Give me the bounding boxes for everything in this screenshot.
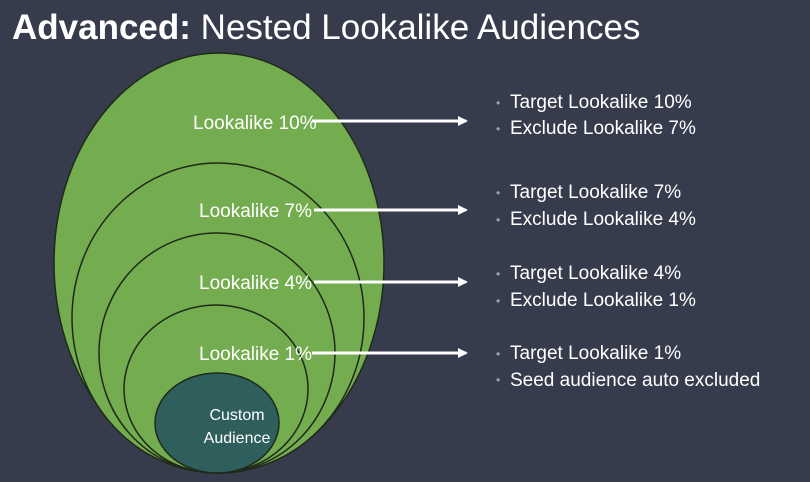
seed-label-line2: Audience [204, 430, 271, 447]
bullet-dot: • [496, 347, 500, 361]
title-bold: Advanced: [12, 8, 191, 47]
bullet-dot: • [496, 122, 500, 136]
ring-label-10: Lookalike 10% [193, 113, 317, 134]
bullet-group-1: • Target Lookalike 1% • Seed audience au… [496, 343, 760, 391]
bullet-exclude-4: Exclude Lookalike 4% [510, 209, 696, 230]
bullet-group-10: • Target Lookalike 10% • Exclude Lookali… [496, 92, 696, 139]
bullet-target-4: Target Lookalike 4% [510, 263, 681, 284]
bullet-group-7: • Target Lookalike 7% • Exclude Lookalik… [496, 182, 696, 230]
bullet-target-1: Target Lookalike 1% [510, 343, 681, 364]
slide-title: Advanced: Nested Lookalike Audiences [12, 6, 640, 50]
bullet-dot: • [496, 186, 500, 200]
bullet-seed-excluded: Seed audience auto excluded [510, 370, 760, 391]
bullet-group-4: • Target Lookalike 4% • Exclude Lookalik… [496, 263, 696, 311]
bullet-exclude-7: Exclude Lookalike 7% [510, 118, 696, 139]
bullet-dot: • [496, 96, 500, 110]
bullet-target-7: Target Lookalike 7% [510, 182, 681, 203]
ring-label-4: Lookalike 4% [199, 273, 312, 294]
seed-custom-audience [154, 372, 280, 474]
ring-label-7: Lookalike 7% [199, 201, 312, 222]
bullet-exclude-1: Exclude Lookalike 1% [510, 290, 696, 311]
bullet-target-10: Target Lookalike 10% [510, 92, 692, 113]
title-light: Nested Lookalike Audiences [200, 8, 641, 47]
ring-label-1: Lookalike 1% [199, 344, 312, 365]
bullet-dot: • [496, 294, 500, 308]
seed-label-line1: Custom [209, 407, 264, 424]
bullet-dot: • [496, 373, 500, 387]
bullet-dot: • [496, 213, 500, 227]
bullet-dot: • [496, 267, 500, 281]
